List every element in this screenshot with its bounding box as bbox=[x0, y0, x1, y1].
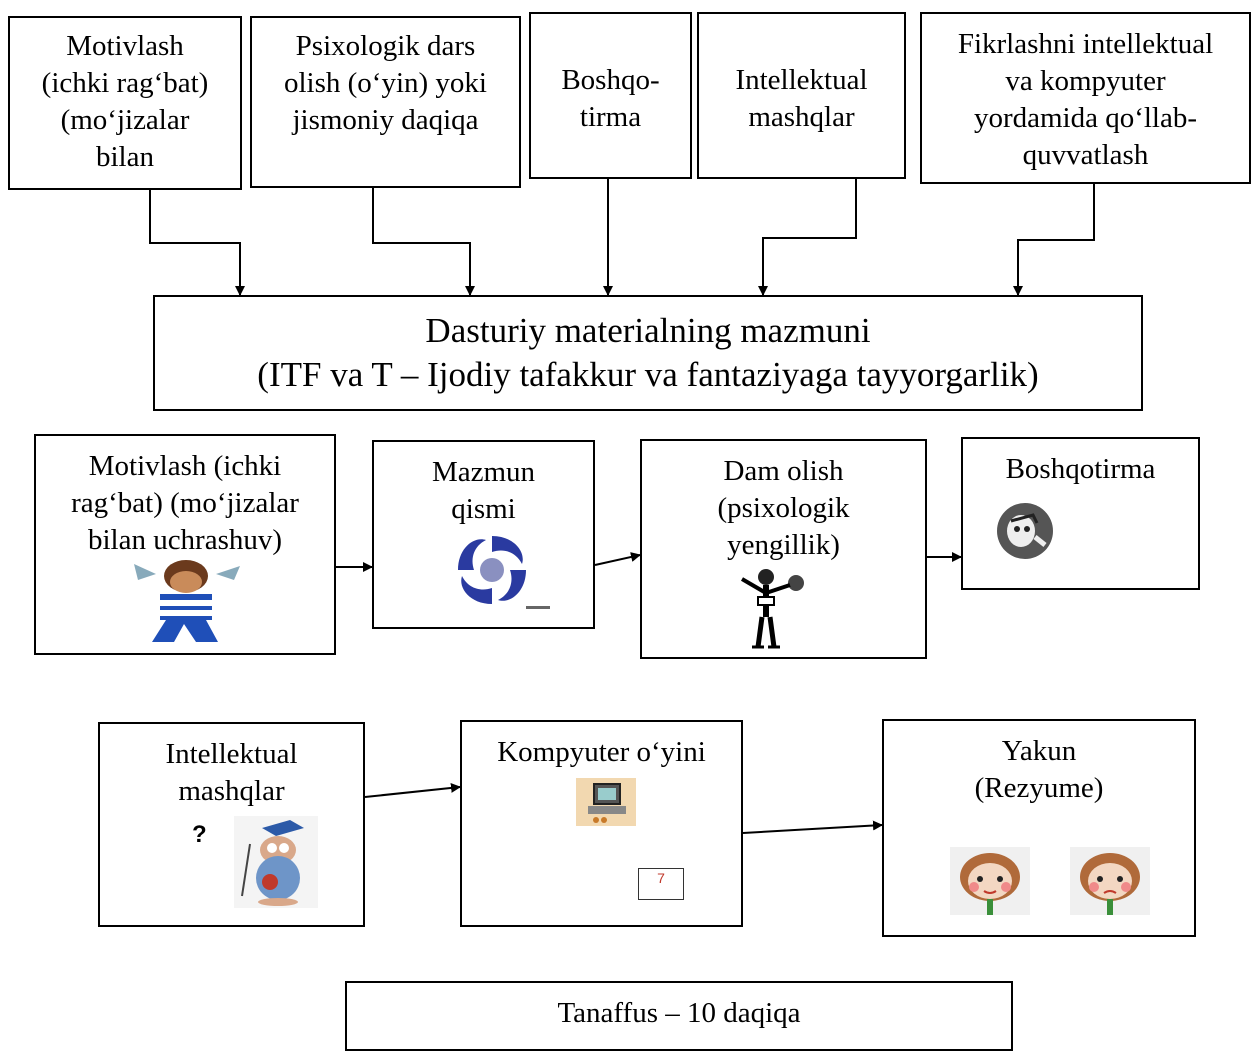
main-content-box: Dasturiy materialning mazmuni (ITF va T … bbox=[153, 295, 1143, 411]
question-mark: ? bbox=[192, 821, 207, 848]
box-text-line: Dam olish bbox=[723, 455, 844, 487]
box-text-line: Kompyuter o‘yini bbox=[497, 736, 706, 768]
number-card-label: 7 bbox=[657, 870, 665, 886]
box-text-line: quvvatlash bbox=[1022, 139, 1149, 171]
girl-face-icon-2 bbox=[1070, 847, 1150, 915]
connector-psixologik bbox=[372, 187, 475, 296]
thinking-man-icon bbox=[997, 503, 1053, 559]
break-box-label: Tanaffus – 10 daqiqa bbox=[557, 997, 801, 1029]
arrow-kompyuter-to-yakun bbox=[742, 820, 883, 834]
top-box-fikrlash: Fikrlashni intellektual va kompyuter yor… bbox=[920, 12, 1251, 184]
break-box: Tanaffus – 10 daqiqa bbox=[345, 981, 1013, 1051]
number-card: 7 bbox=[638, 868, 684, 900]
top-box-psixologik: Psixologik dars olish (o‘yin) yoki jismo… bbox=[250, 16, 521, 188]
box-text-line: Boshqotirma bbox=[1005, 453, 1156, 485]
row3-box-yakun: Yakun (Rezyume) bbox=[882, 719, 1196, 937]
row2-box-mazmun: Mazmun qismi bbox=[372, 440, 595, 629]
box-text-line: (psixologik bbox=[717, 492, 850, 524]
box-text-line: bilan uchrashuv) bbox=[87, 524, 283, 556]
row2-box-boshqotirma: Boshqotirma bbox=[961, 437, 1200, 590]
connector-motivlash bbox=[149, 190, 245, 296]
top-box-motivlash: Motivlash (ichki rag‘bat) (mo‘jizalar bi… bbox=[8, 16, 242, 190]
exercising-figure-icon bbox=[740, 569, 804, 649]
box-text-line: olish (o‘yin) yoki bbox=[284, 67, 487, 99]
box-text-line: yengillik) bbox=[727, 529, 840, 561]
computer-icon bbox=[576, 778, 636, 826]
spiral-logo-icon bbox=[458, 536, 550, 609]
row3-box-kompyuter: Kompyuter o‘yini 7 bbox=[460, 720, 743, 927]
main-box-subtitle: (ITF va T – Ijodiy tafakkur va fantaziya… bbox=[257, 355, 1039, 394]
arrow-intellektual-to-kompyuter bbox=[364, 782, 461, 798]
box-text-line: yordamida qo‘llab- bbox=[973, 102, 1198, 134]
main-box-title: Dasturiy materialning mazmuni bbox=[425, 311, 871, 350]
top-box-intellektual: Intellektual mashqlar bbox=[697, 12, 906, 179]
box-text-line: tirma bbox=[579, 101, 642, 133]
row2-box-motivlash: Motivlash (ichki rag‘bat) (mo‘jizalar bi… bbox=[34, 434, 336, 655]
box-text-line: Intellektual bbox=[735, 64, 868, 96]
box-text-line: jismoniy daqiqa bbox=[292, 104, 479, 136]
box-text-line: Psixologik dars bbox=[295, 30, 476, 62]
box-text-line: mashqlar bbox=[178, 775, 285, 807]
box-text-line: Fikrlashni intellektual bbox=[957, 28, 1214, 60]
box-text-line: qismi bbox=[451, 493, 516, 525]
box-text-line: mashqlar bbox=[748, 101, 855, 133]
connector-fikrlash bbox=[1013, 183, 1095, 296]
box-text-line: Motivlash bbox=[66, 30, 184, 62]
box-text-line: bilan bbox=[96, 141, 154, 173]
box-text-line: Mazmun bbox=[431, 456, 536, 488]
box-text-line: rag‘bat) (mo‘jizalar bbox=[71, 487, 299, 519]
box-text-line: va kompyuter bbox=[1005, 65, 1166, 97]
box-text-line: Boshqo- bbox=[561, 64, 660, 96]
arrow-mazmun-to-dam-olish bbox=[594, 552, 641, 566]
top-box-boshqotirma: Boshqo- tirma bbox=[529, 12, 692, 179]
row3-box-intellektual: Intellektual mashqlar ? bbox=[98, 722, 365, 927]
box-text-line: Motivlash (ichki bbox=[88, 450, 282, 482]
girl-face-icon-1 bbox=[950, 847, 1030, 915]
owl-teacher-icon bbox=[234, 816, 318, 908]
box-text-line: Intellektual bbox=[165, 738, 298, 770]
box-text-line: (Rezyume) bbox=[974, 772, 1104, 804]
row2-box-dam-olish: Dam olish (psixologik yengillik) bbox=[640, 439, 927, 659]
boy-cartoon-icon bbox=[134, 560, 240, 642]
connector-intellektual bbox=[758, 178, 857, 296]
box-text-line: Yakun bbox=[1001, 735, 1077, 767]
box-text-line: (mo‘jizalar bbox=[60, 104, 190, 136]
box-text-line: (ichki rag‘bat) bbox=[41, 67, 209, 99]
